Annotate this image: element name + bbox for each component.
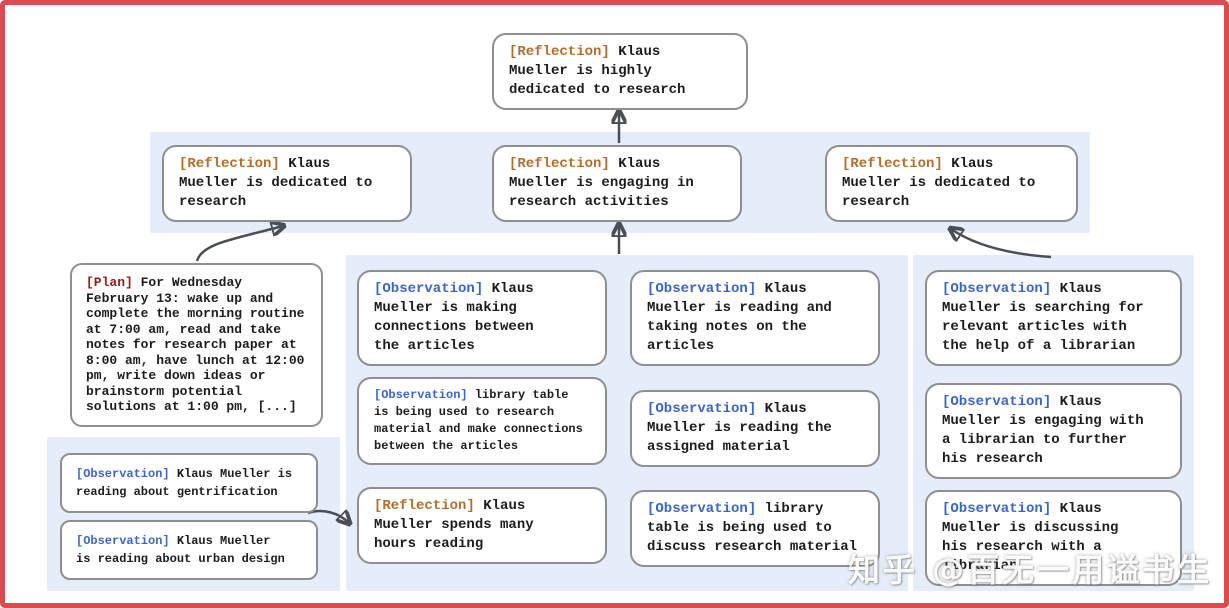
- reflection-card-root: [Reflection] Klaus Mueller is highly ded…: [492, 33, 748, 110]
- card-body: Klaus Mueller spends many hours reading: [374, 498, 534, 552]
- card-body: For Wednesday February 13: wake up and c…: [86, 275, 305, 414]
- card-body: Klaus Mueller is searching for relevant …: [942, 281, 1144, 354]
- card-text: [Observation] Klaus Mueller is reading a…: [76, 532, 302, 568]
- plan-card: [Plan] For Wednesday February 13: wake u…: [70, 263, 323, 427]
- reflection-card-hours-reading: [Reflection] Klaus Mueller spends many h…: [357, 487, 607, 564]
- observation-card-discussing-research: [Observation] Klaus Mueller is discussin…: [925, 490, 1182, 586]
- reflection-tag: [Reflection]: [179, 156, 280, 172]
- observation-tag: [Observation]: [942, 394, 1052, 410]
- card-text: [Observation] Klaus Mueller is engaging …: [942, 393, 1165, 469]
- observation-card-making-connections: [Observation] Klaus Mueller is making co…: [357, 270, 607, 366]
- card-text: [Observation] Klaus Mueller is searching…: [942, 280, 1165, 356]
- reflection-tag: [Reflection]: [842, 156, 943, 172]
- zhihu-watermark: 知乎 @百无一用谥书生: [848, 551, 1213, 589]
- card-text: [Observation] Klaus Mueller is reading a…: [76, 465, 302, 501]
- observation-tag: [Observation]: [942, 501, 1052, 517]
- arrow-observations-to-reflection-right: [951, 229, 1052, 259]
- card-text: [Reflection] Klaus Mueller is highly ded…: [509, 43, 731, 100]
- reflection-card-left: [Reflection] Klaus Mueller is dedicated …: [162, 145, 412, 222]
- card-text: [Observation] library table is being use…: [374, 387, 590, 455]
- observation-card-urban-design: [Observation] Klaus Mueller is reading a…: [60, 520, 318, 580]
- card-body: Klaus Mueller is discussing his research…: [942, 501, 1119, 574]
- card-text: [Reflection] Klaus Mueller is dedicated …: [842, 155, 1061, 212]
- observation-tag: [Observation]: [76, 534, 170, 548]
- observation-card-assigned-material: [Observation] Klaus Mueller is reading t…: [630, 390, 880, 467]
- card-body: Klaus Mueller is engaging with a librari…: [942, 394, 1144, 467]
- plan-tag: [Plan]: [86, 275, 133, 290]
- card-body: library table is being used to research …: [374, 388, 583, 453]
- observation-card-library-table-discuss: [Observation] library table is being use…: [630, 490, 880, 567]
- observation-tag: [Observation]: [76, 467, 170, 481]
- card-text: [Plan] For Wednesday February 13: wake u…: [86, 275, 307, 415]
- card-body: Klaus Mueller is reading the assigned ma…: [647, 401, 832, 455]
- card-text: [Reflection] Klaus Mueller spends many h…: [374, 497, 590, 554]
- card-body: Klaus Mueller is reading and taking note…: [647, 281, 832, 354]
- observation-tag: [Observation]: [647, 501, 757, 517]
- card-text: [Observation] Klaus Mueller is reading t…: [647, 400, 863, 457]
- card-text: [Observation] library table is being use…: [647, 500, 863, 557]
- observation-tag: [Observation]: [374, 281, 484, 297]
- card-text: [Reflection] Klaus Mueller is dedicated …: [179, 155, 395, 212]
- observation-card-taking-notes: [Observation] Klaus Mueller is reading a…: [630, 270, 880, 366]
- card-body: Klaus Mueller is dedicated to research: [179, 156, 373, 210]
- reflection-tag: [Reflection]: [509, 44, 610, 60]
- observation-tag: [Observation]: [942, 281, 1052, 297]
- card-body: Klaus Mueller is highly dedicated to res…: [509, 44, 686, 98]
- observation-tag: [Observation]: [374, 388, 468, 402]
- reflection-tag: [Reflection]: [509, 156, 610, 172]
- observation-card-gentrification: [Observation] Klaus Mueller is reading a…: [60, 453, 318, 513]
- card-body: Klaus Mueller is making connections betw…: [374, 281, 534, 354]
- card-text: [Observation] Klaus Mueller is reading a…: [647, 280, 863, 356]
- card-body: Klaus Mueller is reading about gentrific…: [76, 467, 293, 499]
- reflection-card-middle: [Reflection] Klaus Mueller is engaging i…: [492, 145, 742, 222]
- card-text: [Observation] Klaus Mueller is discussin…: [942, 500, 1165, 576]
- reflection-card-right: [Reflection] Klaus Mueller is dedicated …: [825, 145, 1078, 222]
- card-body: library table is being used to discuss r…: [647, 501, 858, 555]
- observation-card-library-table-research: [Observation] library table is being use…: [357, 377, 607, 465]
- card-body: Klaus Mueller is engaging in research ac…: [509, 156, 694, 210]
- card-body: Klaus Mueller is reading about urban des…: [76, 534, 285, 566]
- card-text: [Observation] Klaus Mueller is making co…: [374, 280, 590, 356]
- observation-tag: [Observation]: [647, 401, 757, 417]
- card-text: [Reflection] Klaus Mueller is engaging i…: [509, 155, 725, 212]
- observation-tag: [Observation]: [647, 281, 757, 297]
- observation-card-searching-articles: [Observation] Klaus Mueller is searching…: [925, 270, 1182, 366]
- reflection-tag: [Reflection]: [374, 498, 475, 514]
- card-body: Klaus Mueller is dedicated to research: [842, 156, 1036, 210]
- observation-card-engaging-librarian: [Observation] Klaus Mueller is engaging …: [925, 383, 1182, 479]
